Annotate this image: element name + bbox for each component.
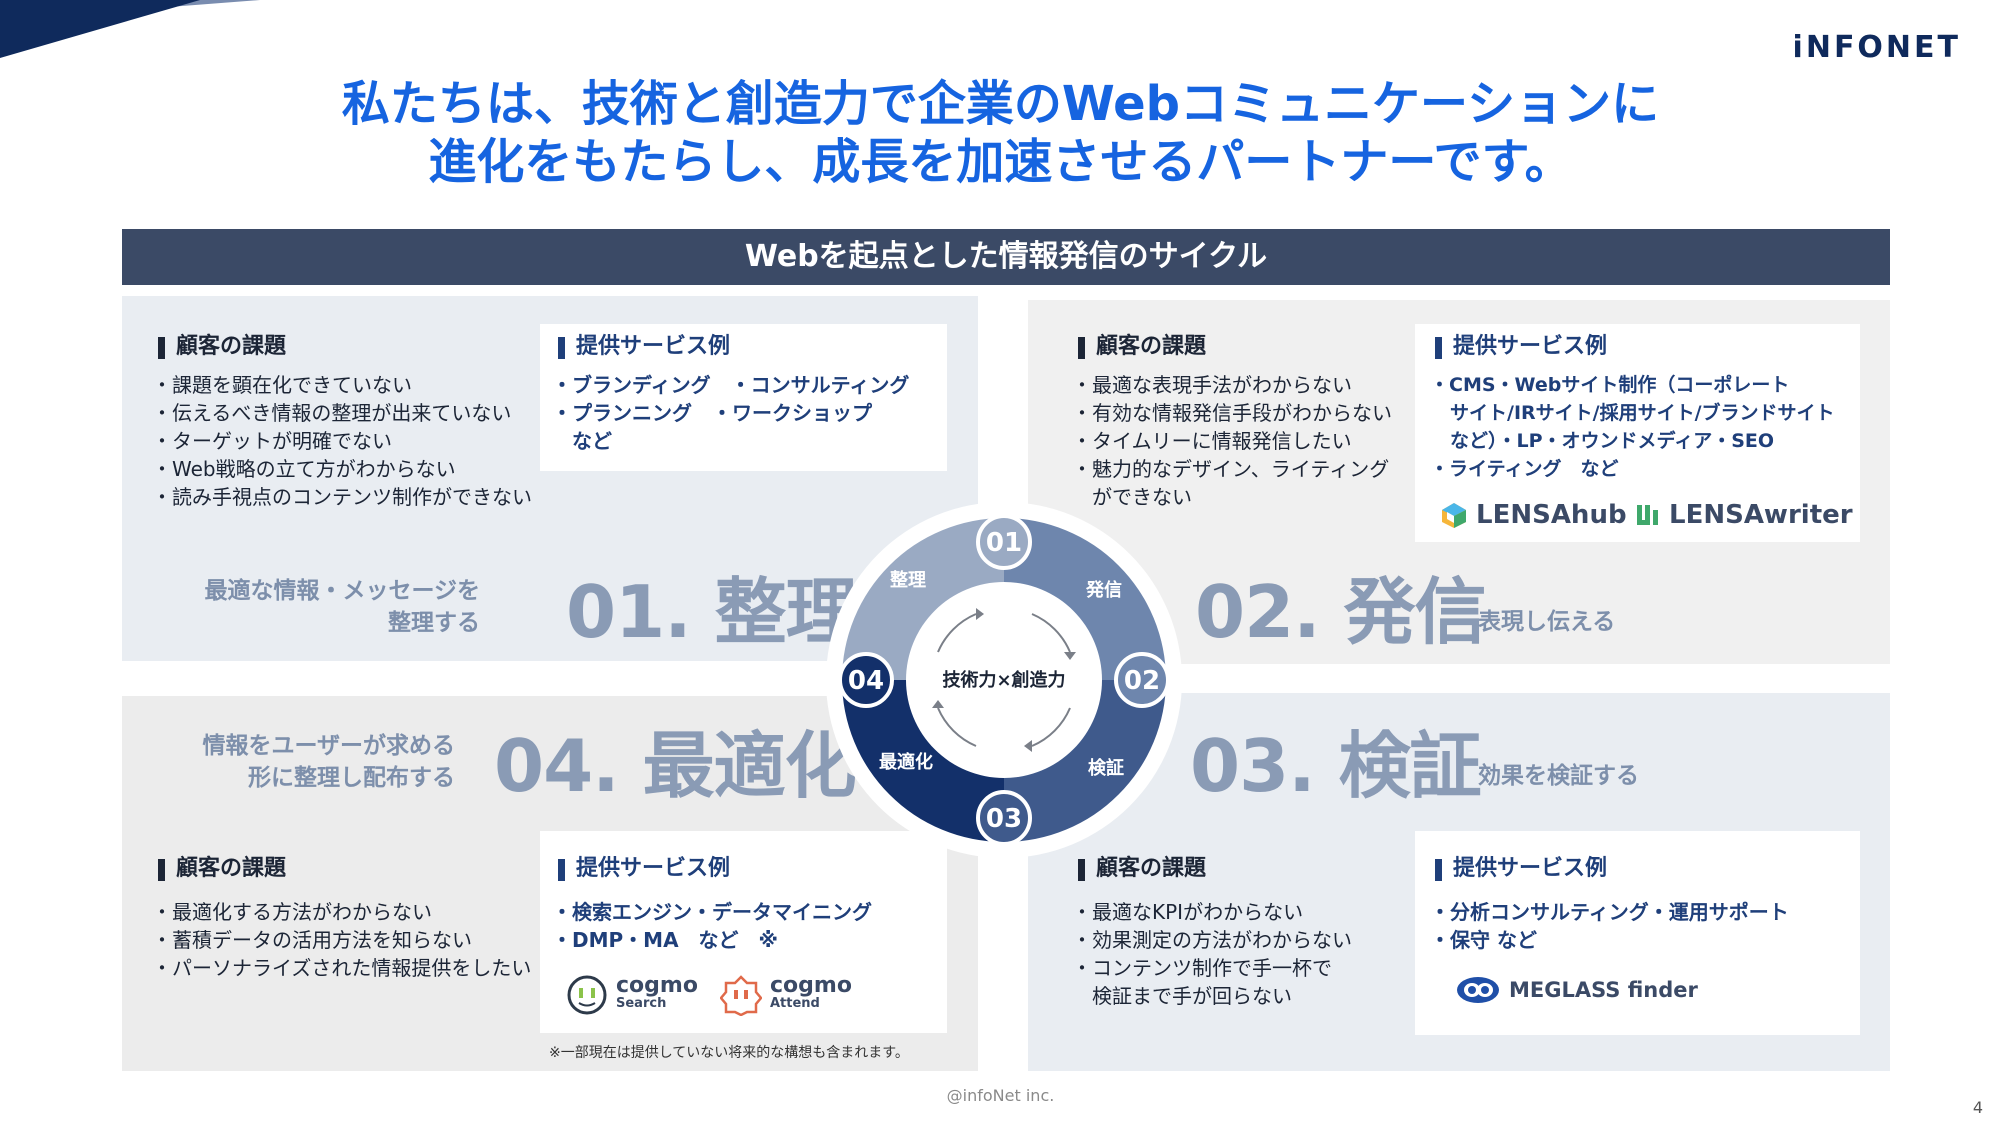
cycle-label-optimize: 最適化	[879, 751, 933, 773]
brand-logo: iNFONET	[1792, 30, 1961, 65]
q2-step-title: 02. 発信	[1195, 570, 1487, 654]
list-item: 保守 など	[1430, 926, 1789, 954]
q4-issues-list: 最適化する方法がわからない 蓄積データの活用方法を知らない パーソナライズされた…	[152, 898, 531, 982]
lensahub-icon	[1442, 503, 1466, 528]
headline-line-1: 私たちは、技術と創造力で企業のWebコミュニケーションに	[341, 76, 1660, 132]
q3-issues-list: 最適なKPIがわからない 効果測定の方法がわからない コンテンツ制作で手一杯で …	[1072, 898, 1352, 1010]
list-item: CMS・Webサイト制作（コーポレート	[1430, 371, 1835, 399]
cycle-diagram: 技術力×創造力 01 02 03 04 整理 発信 検証 最適化	[826, 502, 1182, 858]
q2-issues-list: 最適な表現手法がわからない 有効な情報発信手段がわからない タイムリーに情報発信…	[1072, 371, 1392, 511]
list-item: タイムリーに情報発信したい	[1072, 427, 1392, 455]
list-item: 最適化する方法がわからない	[152, 898, 531, 926]
q4-footnote: ※一部現在は提供していない将来的な構想も含まれます。	[549, 1045, 909, 1061]
cycle-num-03: 03	[986, 804, 1022, 834]
list-item: 課題を顕在化できていない	[152, 371, 532, 399]
section-title-bar: Webを起点とした情報発信のサイクル	[122, 229, 1890, 285]
list-item: 魅力的なデザイン、ライティング	[1072, 455, 1392, 483]
q3-step-desc: 効果を検証する	[1478, 763, 1639, 789]
q2-issues-title: 顧客の課題	[1078, 333, 1206, 361]
cycle-label-publish: 発信	[1085, 579, 1122, 601]
list-item: 蓄積データの活用方法を知らない	[152, 926, 531, 954]
cogmo-attend-logo: cogmo Attend	[720, 974, 852, 1016]
lensawriter-logo: LENSAwriter	[1635, 500, 1853, 530]
cycle-center	[906, 582, 1102, 778]
cycle-num-04: 04	[848, 666, 884, 696]
cycle-badge-03	[976, 790, 1032, 846]
list-item: 検証まで手が回らない	[1092, 984, 1292, 1008]
q4-services-list: 検索エンジン・データマイニング DMP・MA など ※	[552, 898, 872, 954]
q4-issues-title: 顧客の課題	[158, 855, 286, 883]
q3-step-title: 03. 検証	[1190, 724, 1482, 808]
cogmo-attend-icon	[720, 975, 762, 1016]
cycle-badge-04	[838, 652, 894, 708]
q1-services-list: ブランディング ・コンサルティング プランニング ・ワークショップ など	[552, 371, 909, 455]
cycle-label-verify: 検証	[1088, 757, 1124, 779]
list-item: ターゲットが明確でない	[152, 427, 532, 455]
q1-step-desc: 最適な情報・メッセージを 整理する	[204, 578, 480, 636]
cycle-segment-04	[842, 680, 1004, 842]
list-item: Web戦略の立て方がわからない	[152, 455, 532, 483]
lensawriter-icon	[1637, 505, 1658, 525]
corner-accent	[0, 0, 200, 58]
cycle-arrowheads	[932, 608, 1076, 752]
cycle-segment-01	[842, 518, 1004, 680]
list-item: 最適な表現手法がわからない	[1072, 371, 1392, 399]
cycle-badge-01	[976, 514, 1032, 570]
cycle-segment-03	[1004, 680, 1166, 842]
list-item: など）・LP・オウンドメディア・SEO	[1450, 430, 1775, 452]
list-item: ライティング など	[1430, 455, 1835, 483]
q3-services-list: 分析コンサルティング・運用サポート 保守 など	[1430, 898, 1789, 954]
cogmo-search-icon	[567, 975, 607, 1015]
list-item: 有効な情報発信手段がわからない	[1072, 399, 1392, 427]
q2-services-title: 提供サービス例	[1435, 333, 1607, 361]
list-item: 伝えるべき情報の整理が出来ていない	[152, 399, 532, 427]
list-item: 分析コンサルティング・運用サポート	[1430, 898, 1789, 926]
list-item: 最適なKPIがわからない	[1072, 898, 1352, 926]
q1-services-title: 提供サービス例	[558, 333, 730, 361]
q1-step-title: 01. 整理	[566, 570, 858, 654]
q4-step-desc: 情報をユーザーが求める 形に整理し配布する	[202, 733, 455, 791]
list-item: 読み手視点のコンテンツ制作ができない	[152, 483, 532, 511]
cycle-center-label: 技術力×創造力	[942, 669, 1065, 691]
list-item: DMP・MA など ※	[552, 926, 872, 954]
q4-step-title: 04. 最適化	[494, 724, 857, 808]
q4-services-title: 提供サービス例	[558, 855, 730, 883]
list-item: コンテンツ制作で手一杯で	[1072, 954, 1352, 982]
cycle-label-organize: 整理	[889, 569, 926, 591]
list-item: ができない	[1092, 485, 1192, 509]
list-item: 効果測定の方法がわからない	[1072, 926, 1352, 954]
cycle-num-02: 02	[1124, 666, 1160, 696]
headline-line-2: 進化をもたらし、成長を加速させるパートナーです。	[428, 134, 1573, 190]
lensahub-logo: LENSAhub	[1440, 500, 1627, 530]
q3-services-title: 提供サービス例	[1435, 855, 1607, 883]
cycle-badge-02	[1114, 652, 1170, 708]
list-item: ブランディング ・コンサルティング	[552, 371, 909, 399]
list-item: など	[572, 429, 612, 453]
meglass-finder-logo: MEGLASS finder	[1455, 975, 1698, 1005]
list-item: パーソナライズされた情報提供をしたい	[152, 954, 531, 982]
cogmo-search-logo: cogmo Search	[566, 974, 698, 1016]
q2-services-list: CMS・Webサイト制作（コーポレート サイト/IRサイト/採用サイト/ブランド…	[1430, 371, 1835, 483]
list-item: サイト/IRサイト/採用サイト/ブランドサイト	[1450, 402, 1835, 424]
q1-issues-title: 顧客の課題	[158, 333, 286, 361]
footer-copyright: @infoNet inc.	[946, 1086, 1055, 1105]
q2-step-desc: 表現し伝える	[1478, 609, 1616, 635]
cycle-segment-02	[1004, 518, 1166, 680]
meglass-icon	[1457, 977, 1499, 1003]
cycle-arrows	[937, 613, 1071, 747]
q3-issues-title: 顧客の課題	[1078, 855, 1206, 883]
list-item: 検索エンジン・データマイニング	[552, 898, 872, 926]
q1-issues-list: 課題を顕在化できていない 伝えるべき情報の整理が出来ていない ターゲットが明確で…	[152, 371, 532, 511]
list-item: プランニング ・ワークショップ	[552, 399, 909, 427]
page-number: 4	[1972, 1098, 1983, 1117]
cycle-num-01: 01	[986, 528, 1022, 558]
